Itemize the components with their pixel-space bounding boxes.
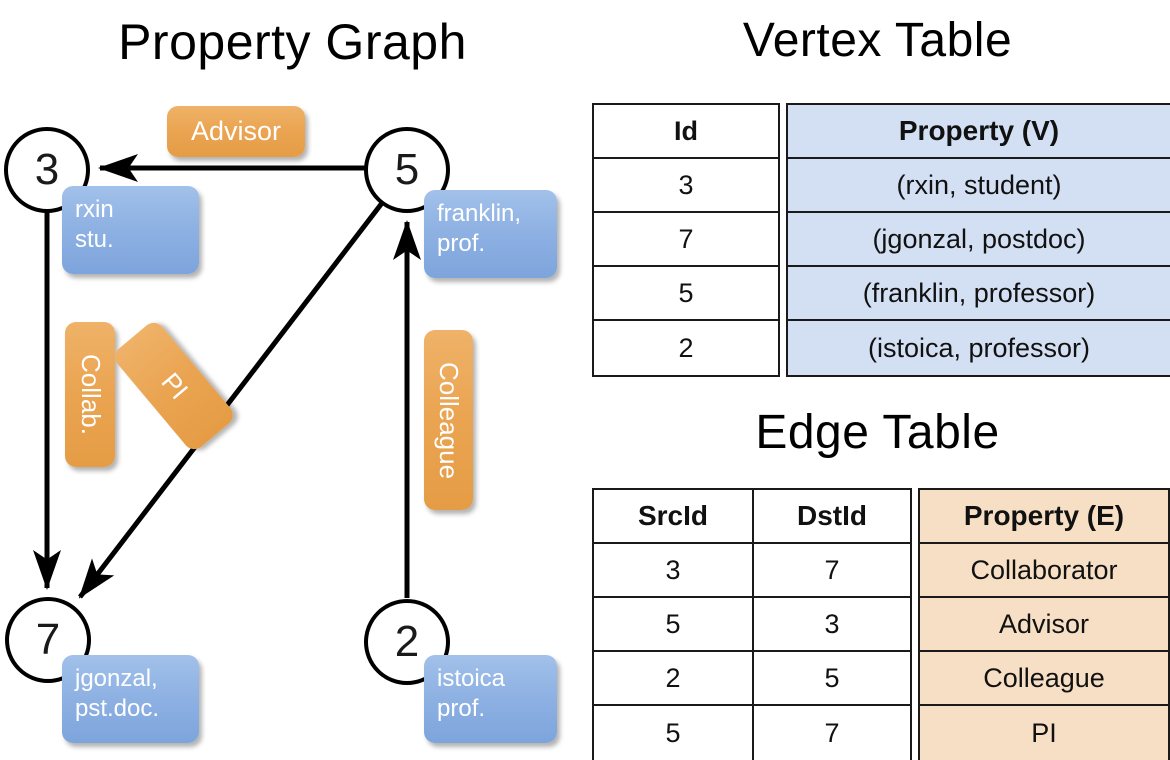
edge-cell-dstid: 7 xyxy=(752,544,910,596)
vertex-chip-3: rxin stu. xyxy=(62,186,199,274)
vertex-chip-5: franklin, prof. xyxy=(424,190,557,278)
edge-col-header-dstid: DstId xyxy=(752,490,910,542)
property-graph-panel: Property Graph Advisor Collab. P xyxy=(4,14,557,743)
edge-cell-property: Colleague xyxy=(920,652,1168,704)
edge-label-colleague: Colleague xyxy=(424,330,473,510)
edge-label-collab-text: Collab. xyxy=(75,354,106,435)
vertex-chip-3-line1: rxin xyxy=(75,196,114,223)
vertex-cell-id: 3 xyxy=(678,169,694,200)
vertex-cell-property: (istoica, professor) xyxy=(788,321,1170,375)
edge-label-colleague-text: Colleague xyxy=(434,361,464,479)
vertex-col-header-id: Id xyxy=(674,115,698,146)
vertex-cell-id: 2 xyxy=(678,332,694,363)
table-row[interactable]: 5 7 xyxy=(594,706,910,760)
vertex-table: Id 3 7 5 2 Property (V) (rxin, student) xyxy=(592,103,1170,377)
table-row[interactable]: (franklin, professor) xyxy=(788,267,1170,321)
graph-node-2[interactable]: 2 xyxy=(364,599,450,685)
vertex-chip-2-line1: istoica xyxy=(437,665,506,692)
vertex-chip-5-line2: prof. xyxy=(437,230,486,257)
graph-node-5[interactable]: 5 xyxy=(364,127,450,213)
edge-table: SrcId DstId 3 7 5 3 2 5 5 7 Property (E xyxy=(592,488,1170,760)
vertex-cell-property: (jgonzal, postdoc) xyxy=(788,213,1170,265)
table-row[interactable]: (jgonzal, postdoc) xyxy=(788,213,1170,267)
vertex-table-id-column: Id 3 7 5 2 xyxy=(592,103,780,377)
edge-label-advisor-text: Advisor xyxy=(190,116,282,146)
graph-node-7-label: 7 xyxy=(35,615,61,664)
edge-cell-srcid: 2 xyxy=(665,662,681,693)
edge-label-collab: Collab. xyxy=(65,322,115,467)
graph-edges-layer xyxy=(32,153,422,599)
table-row[interactable]: 5 3 xyxy=(594,598,910,652)
table-row[interactable]: 2 xyxy=(594,321,778,375)
vertex-cell-property: (franklin, professor) xyxy=(788,267,1170,319)
graph-node-3-label: 3 xyxy=(34,145,60,194)
vertex-cell-id: 5 xyxy=(678,277,694,308)
table-row-header: SrcId DstId xyxy=(594,490,910,544)
edge-table-title: Edge Table xyxy=(755,406,1000,459)
table-row[interactable]: 7 xyxy=(594,213,778,267)
edge-5-to-7 xyxy=(78,201,384,599)
vertex-chip-5-line1: franklin, xyxy=(437,200,522,227)
edge-cell-property: PI xyxy=(920,706,1168,760)
table-row[interactable]: 2 5 xyxy=(594,652,910,706)
table-row[interactable]: Colleague xyxy=(920,652,1168,706)
edge-table-property-column: Property (E) Collaborator Advisor Collea… xyxy=(918,488,1170,760)
table-row[interactable]: (istoica, professor) xyxy=(788,321,1170,375)
table-row-header: Property (E) xyxy=(920,490,1168,544)
edge-col-header-srcid: SrcId xyxy=(637,500,709,531)
edge-cell-dstid: 5 xyxy=(752,652,910,704)
property-graph-title: Property Graph xyxy=(118,14,467,70)
vertex-chip-2-line2: prof. xyxy=(437,695,486,722)
table-row[interactable]: 3 xyxy=(594,159,778,213)
table-row[interactable]: 5 xyxy=(594,267,778,321)
vertex-cell-property: (rxin, student) xyxy=(788,159,1170,211)
edge-cell-dstid: 7 xyxy=(752,706,910,760)
edge-cell-property: Collaborator xyxy=(920,544,1168,596)
table-row-header: Id xyxy=(594,105,778,159)
table-row[interactable]: 3 7 xyxy=(594,544,910,598)
vertex-table-title: Vertex Table xyxy=(742,14,1013,67)
vertex-chip-7-line2: pst.doc. xyxy=(75,695,160,722)
table-row[interactable]: Collaborator xyxy=(920,544,1168,598)
vertex-col-header-property: Property (V) xyxy=(788,105,1170,157)
vertex-table-property-column: Property (V) (rxin, student) (jgonzal, p… xyxy=(786,103,1170,377)
vertex-cell-id: 7 xyxy=(678,223,694,254)
vertex-chip-3-line2: stu. xyxy=(75,226,114,253)
edge-cell-srcid: 3 xyxy=(665,554,681,585)
edge-label-pi-text: PI xyxy=(154,366,194,405)
graph-node-5-label: 5 xyxy=(394,145,420,194)
vertex-chip-7: jgonzal, pst.doc. xyxy=(62,655,199,743)
edge-cell-property: Advisor xyxy=(920,598,1168,650)
vertex-chip-7-line1: jgonzal, xyxy=(75,665,158,692)
graph-node-2-label: 2 xyxy=(394,617,420,666)
vertex-chip-2: istoica prof. xyxy=(424,655,557,743)
table-row-header: Property (V) xyxy=(788,105,1170,159)
table-row[interactable]: PI xyxy=(920,706,1168,760)
table-row[interactable]: (rxin, student) xyxy=(788,159,1170,213)
table-row[interactable]: Advisor xyxy=(920,598,1168,652)
edge-cell-srcid: 5 xyxy=(665,717,681,748)
edge-col-header-property: Property (E) xyxy=(920,490,1168,542)
edge-cell-srcid: 5 xyxy=(665,608,681,639)
edge-label-advisor: Advisor xyxy=(167,106,305,157)
edge-table-id-columns: SrcId DstId 3 7 5 3 2 5 5 7 xyxy=(592,488,912,760)
edge-cell-dstid: 3 xyxy=(752,598,910,650)
